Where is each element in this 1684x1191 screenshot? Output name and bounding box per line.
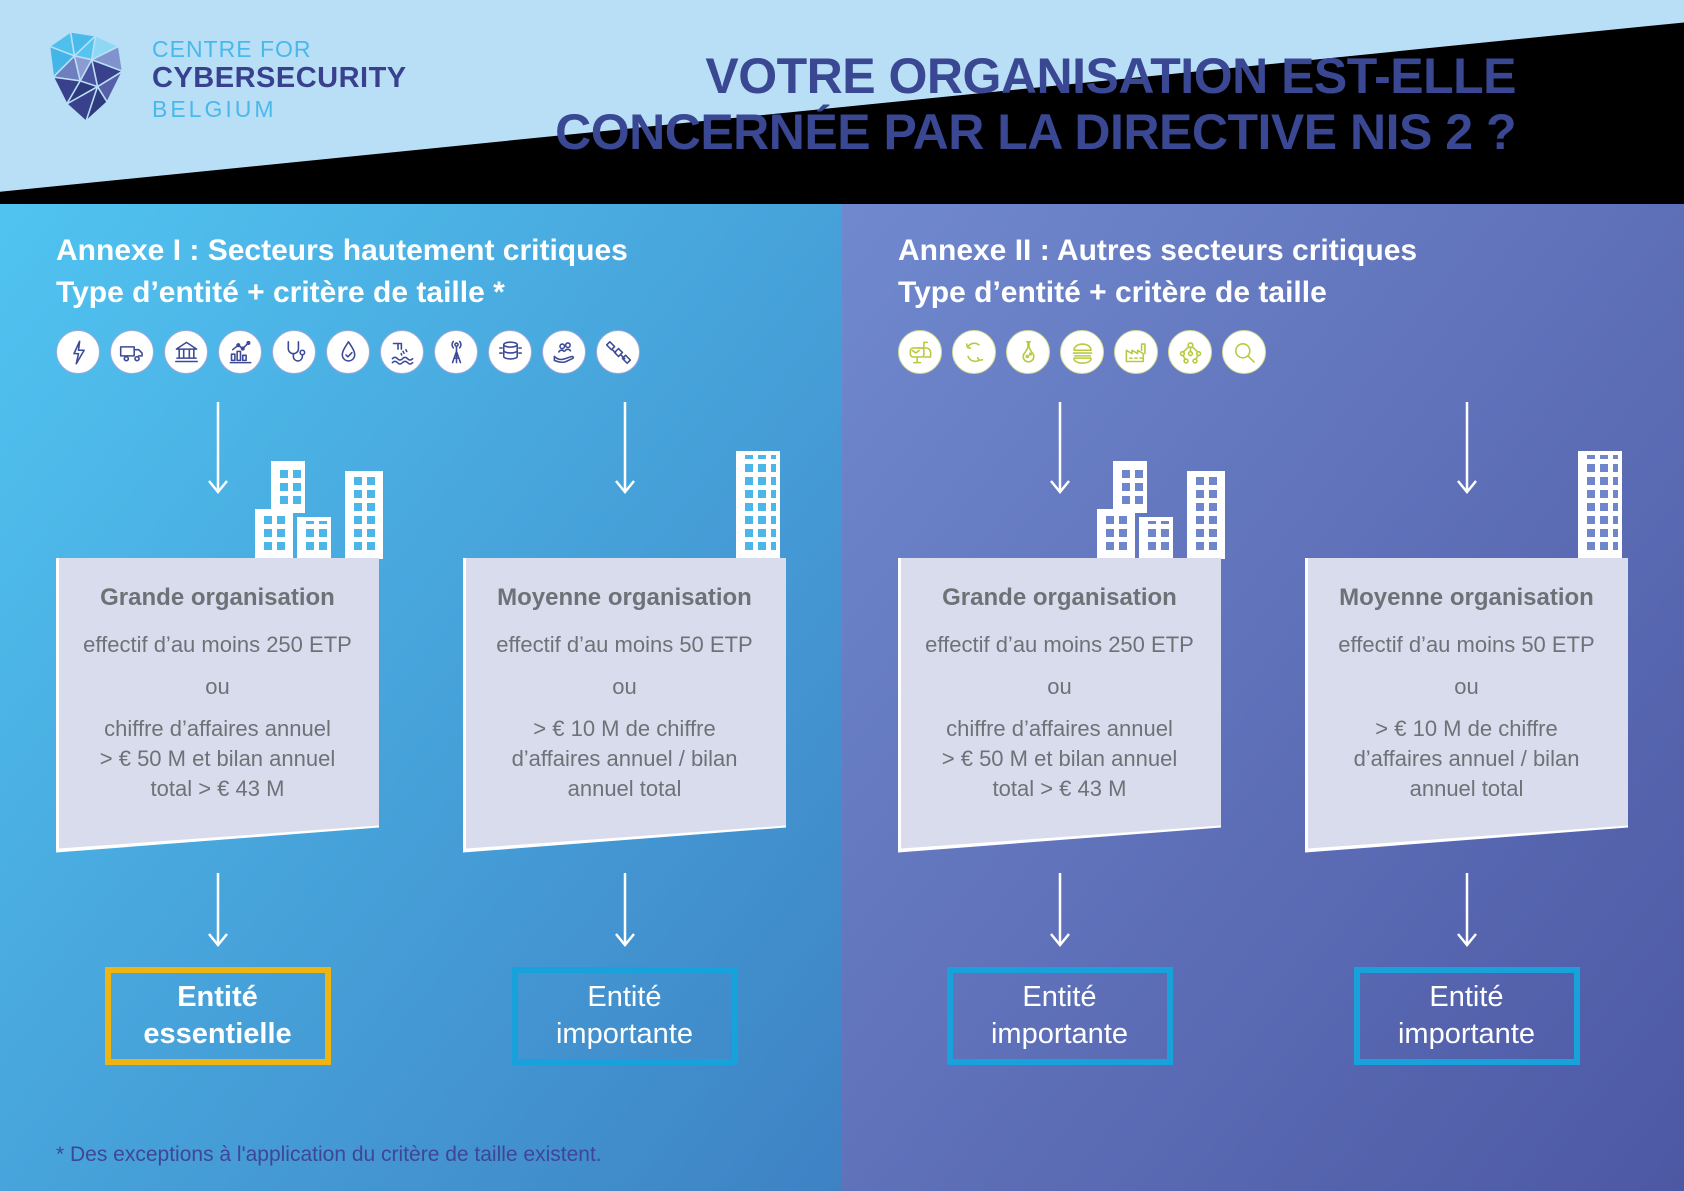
panel2-heading-line2: Type d’entité + critère de taille: [898, 276, 1327, 309]
panel1-heading-line2: Type d’entité + critère de taille *: [56, 276, 505, 309]
criteria-or: ou: [612, 673, 637, 699]
down-arrow-icon: [205, 872, 231, 955]
building-tower-icon: [1572, 451, 1622, 559]
panel1-column-grande: Grande organisation effectif d’au moins …: [56, 402, 383, 1065]
ict-services-icon: [488, 330, 532, 374]
panel2-column-grande: Grande organisation effectif d’au moins …: [898, 402, 1225, 1065]
building-tower-icon: [730, 451, 780, 559]
buildings-cluster-icon: [1097, 461, 1225, 559]
panel1-heading: Annexe I : Secteurs hautement critiques …: [56, 230, 842, 314]
org-title: Moyenne organisation: [1339, 584, 1594, 611]
criteria-or: ou: [1047, 673, 1072, 699]
transport-icon: [110, 330, 154, 374]
content: Annexe I : Secteurs hautement critiques …: [0, 204, 1684, 1191]
space-icon: [596, 330, 640, 374]
ccb-shield-logo-icon: [47, 30, 125, 124]
criteria-box-wrap: Moyenne organisation effectif d’au moins…: [1305, 451, 1628, 853]
criteria-box-grande: Grande organisation effectif d’au moins …: [898, 558, 1221, 853]
public-administration-icon: [542, 330, 586, 374]
criteria-line: effectif d’au moins 250 ETP: [925, 632, 1194, 657]
org-title: Moyenne organisation: [497, 584, 752, 611]
result-entite-importante: Entité importante: [511, 966, 738, 1065]
result-label: Entité essentielle: [143, 981, 292, 1050]
criteria-line: chiffre d’affaires annuel > € 50 M et bi…: [941, 715, 1178, 801]
manufacturing-icon: [1114, 330, 1158, 374]
criteria-line: > € 10 M de chiffre d’affaires annuel / …: [1353, 715, 1580, 801]
criteria-or: ou: [205, 673, 230, 699]
criteria-or: ou: [1454, 673, 1479, 699]
postal-services-icon: [898, 330, 942, 374]
criteria-box-wrap: Moyenne organisation effectif d’au moins…: [463, 451, 786, 853]
digital-infrastructure-icon: [434, 330, 478, 374]
research-icon: [1222, 330, 1266, 374]
panel2-columns: Grande organisation effectif d’au moins …: [898, 402, 1684, 1065]
drinking-water-icon: [326, 330, 370, 374]
result-entite-importante: Entité importante: [946, 966, 1173, 1065]
org-title: Grande organisation: [942, 584, 1177, 611]
ccb-logo-text: CENTRE FOR CYBERSECURITY BELGIUM: [152, 36, 407, 122]
header: CENTRE FOR CYBERSECURITY BELGIUM VOTRE O…: [0, 0, 1684, 204]
panel1-heading-line1: Annexe I : Secteurs hautement critiques: [56, 234, 628, 267]
result-entite-importante: Entité importante: [1353, 966, 1580, 1065]
panel1-column-moyenne: Moyenne organisation effectif d’au moins…: [463, 402, 786, 1065]
down-arrow-icon: [1047, 872, 1073, 955]
down-arrow-icon: [612, 872, 638, 955]
buildings-cluster-icon: [255, 461, 383, 559]
result-label: Entité importante: [555, 981, 693, 1050]
criteria-line: effectif d’au moins 250 ETP: [83, 632, 352, 657]
criteria-box-wrap: Grande organisation effectif d’au moins …: [56, 461, 383, 853]
result-entite-essentielle: Entité essentielle: [104, 966, 331, 1065]
criteria-box-moyenne: Moyenne organisation effectif d’au moins…: [1305, 558, 1628, 853]
panel2-heading: Annexe II : Autres secteurs critiques Ty…: [898, 230, 1684, 314]
down-arrow-icon: [1047, 402, 1073, 502]
criteria-line: effectif d’au moins 50 ETP: [496, 632, 753, 657]
waste-water-icon: [380, 330, 424, 374]
criteria-line: chiffre d’affaires annuel > € 50 M et bi…: [99, 715, 336, 801]
result-label: Entité importante: [1397, 981, 1535, 1050]
page-title-line-1: VOTRE ORGANISATION EST-ELLE: [705, 48, 1516, 104]
logo-line-3: BELGIUM: [152, 95, 277, 122]
footnote: * Des exceptions à l'application du crit…: [56, 1143, 602, 1166]
panel1-columns: Grande organisation effectif d’au moins …: [56, 402, 842, 1065]
health-icon: [272, 330, 316, 374]
banking-icon: [164, 330, 208, 374]
chemicals-icon: [1006, 330, 1050, 374]
ccb-logo: CENTRE FOR CYBERSECURITY BELGIUM: [36, 24, 407, 134]
criteria-box-grande: Grande organisation effectif d’au moins …: [56, 558, 379, 853]
criteria-line: > € 10 M de chiffre d’affaires annuel / …: [511, 715, 738, 801]
panel-annexe-1: Annexe I : Secteurs hautement critiques …: [0, 204, 842, 1191]
logo-line-2: CYBERSECURITY: [152, 62, 407, 95]
page-title: VOTRE ORGANISATION EST-ELLE CONCERNÉE PA…: [555, 48, 1516, 160]
panel2-sector-icons: [898, 330, 1684, 374]
logo-line-1: CENTRE FOR: [152, 35, 312, 62]
energy-icon: [56, 330, 100, 374]
down-arrow-icon: [1454, 402, 1480, 502]
panel2-heading-line1: Annexe II : Autres secteurs critiques: [898, 234, 1418, 267]
food-icon: [1060, 330, 1104, 374]
page-title-line-2: CONCERNÉE PAR LA DIRECTIVE NIS 2 ?: [555, 104, 1516, 160]
org-title: Grande organisation: [100, 584, 335, 611]
criteria-line: effectif d’au moins 50 ETP: [1338, 632, 1595, 657]
criteria-box-moyenne: Moyenne organisation effectif d’au moins…: [463, 558, 786, 853]
panel1-sector-icons: [56, 330, 842, 374]
panel2-column-moyenne: Moyenne organisation effectif d’au moins…: [1305, 402, 1628, 1065]
down-arrow-icon: [205, 402, 231, 502]
digital-providers-icon: [1168, 330, 1212, 374]
panel-annexe-2: Annexe II : Autres secteurs critiques Ty…: [842, 204, 1684, 1191]
waste-management-icon: [952, 330, 996, 374]
down-arrow-icon: [1454, 872, 1480, 955]
result-label: Entité importante: [990, 981, 1128, 1050]
down-arrow-icon: [612, 402, 638, 502]
financial-market-icon: [218, 330, 262, 374]
criteria-box-wrap: Grande organisation effectif d’au moins …: [898, 461, 1225, 853]
